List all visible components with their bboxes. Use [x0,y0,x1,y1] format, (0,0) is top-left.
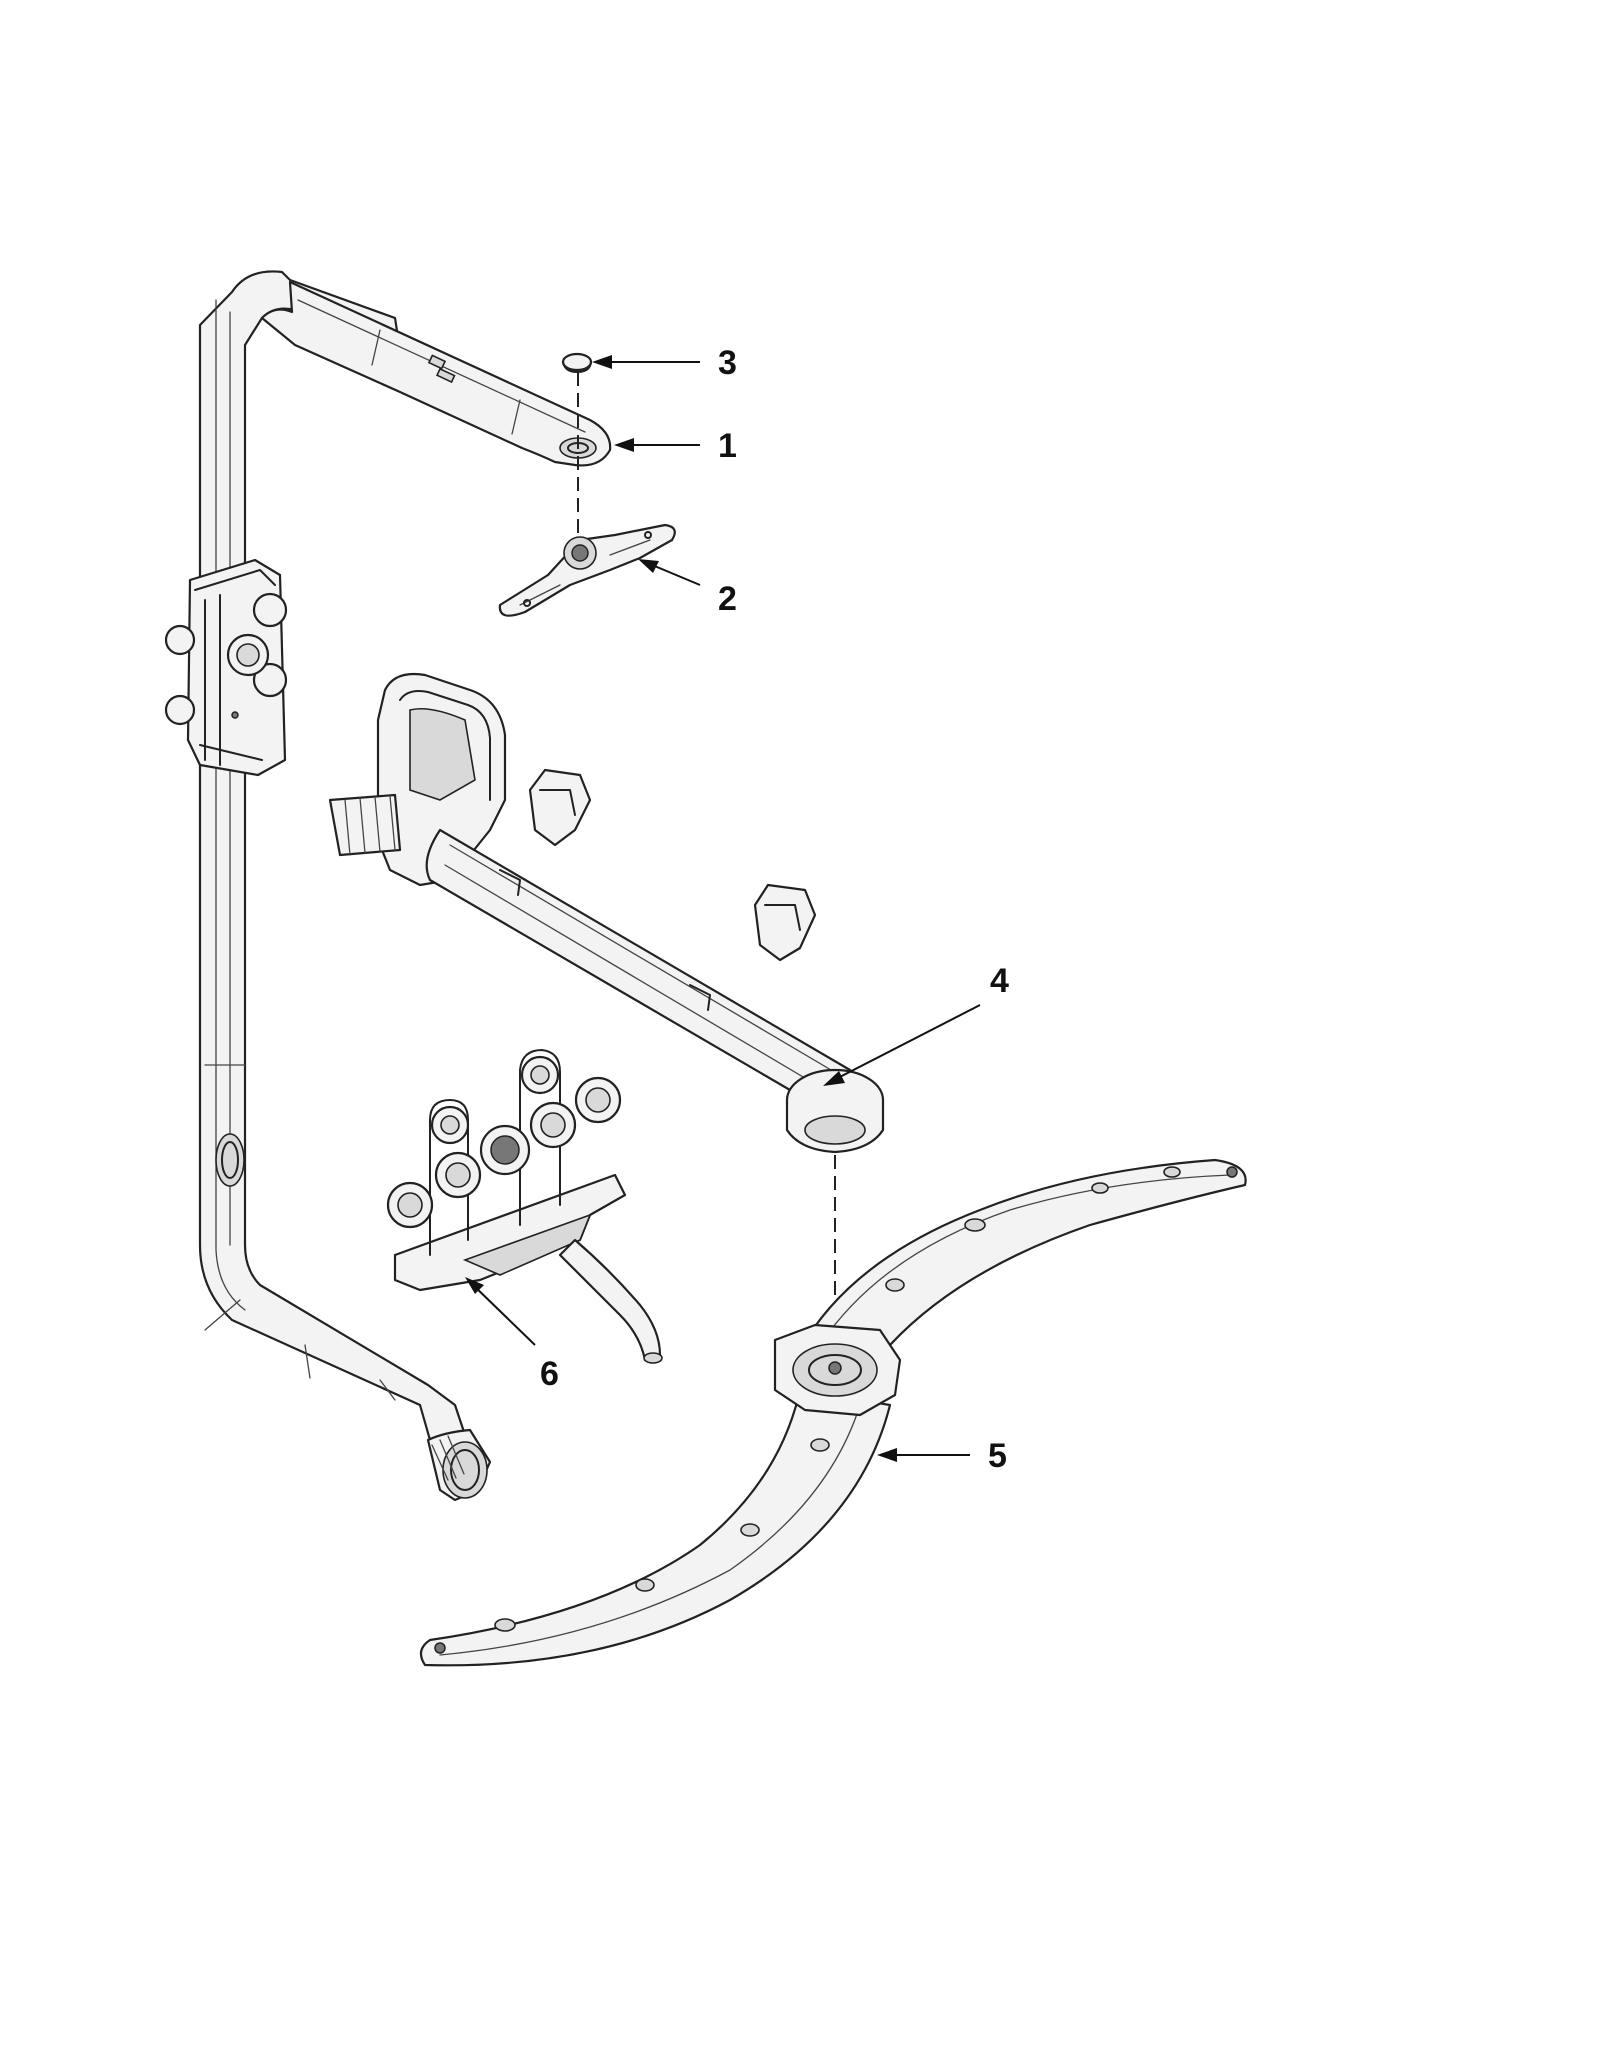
tube-mounting-bracket [164,558,288,777]
callout-3-group: 3 [592,344,737,382]
callout-4-group: 4 [823,962,1009,1086]
callout-2-group: 2 [638,559,737,618]
callout-5-label: 5 [988,1437,1007,1475]
part-2-upper-spray-arm [498,523,676,617]
callout-1-label: 1 [718,427,737,465]
upper-tube-horizontal [260,280,612,467]
part-4-manifold [328,672,885,1154]
callout-4-label: 4 [990,962,1009,1000]
callout-3-label: 3 [718,344,737,382]
part-5-lower-spray-arm [419,1158,1247,1667]
part-6-nozzle-manifold [386,1049,663,1364]
part-3-cap [561,352,593,373]
callout-6-group: 6 [465,1277,559,1393]
callout-6-label: 6 [540,1355,559,1393]
callout-2-label: 2 [718,580,737,618]
callout-5-group: 5 [877,1437,1007,1475]
callout-1-group: 1 [614,427,737,465]
